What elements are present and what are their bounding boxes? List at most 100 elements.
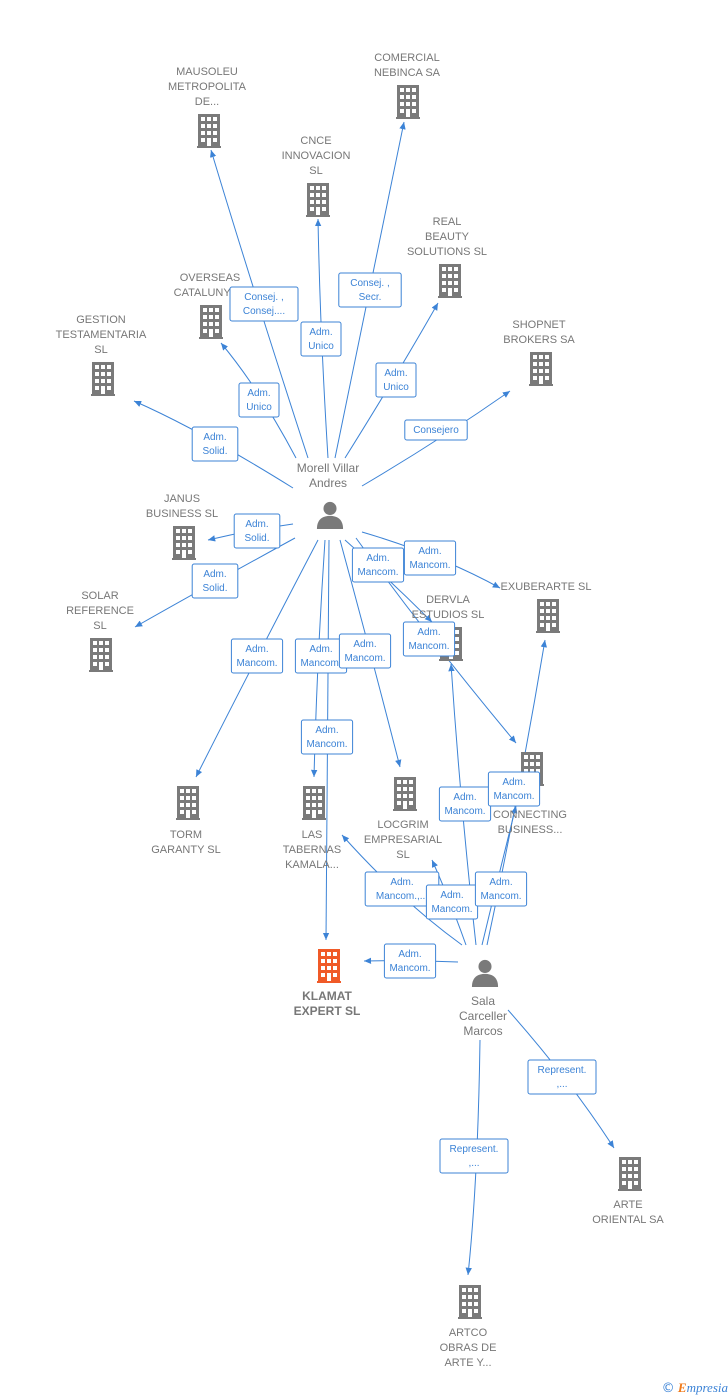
- edge-label-text: Adm.: [203, 569, 226, 580]
- company-node-tabernas[interactable]: LASTABERNASKAMALA...: [283, 786, 341, 871]
- edge-label-text: Solid.: [244, 533, 269, 544]
- company-node-real[interactable]: REAL BEAUTY SOLUTIONS SL: [407, 216, 487, 298]
- edge-label-morell-overseas[interactable]: Adm.Unico: [238, 382, 280, 418]
- edge-label-morell-dervla[interactable]: Adm.Mancom.: [351, 547, 405, 583]
- company-name-line: SL: [396, 849, 409, 861]
- edge-label-sala-artco[interactable]: Represent.,...: [439, 1138, 509, 1174]
- edge-label-text: Unico: [383, 382, 409, 393]
- company-node-mausoleu[interactable]: MAUSOLEUMETROPOLITADE...: [168, 66, 247, 148]
- edge-label-box: [191, 426, 239, 462]
- building-icon: [317, 949, 341, 983]
- person-name-line: Andres: [309, 476, 347, 490]
- company-node-torm[interactable]: TORM GARANTY SL: [151, 786, 221, 856]
- company-name-line: REAL: [433, 216, 462, 228]
- edge-label-sala-arte[interactable]: Represent.,...: [527, 1059, 597, 1095]
- edge-label-morell-shopnet[interactable]: Consejero: [404, 419, 468, 441]
- edge-label-morell-exuberarte[interactable]: Adm.Mancom.: [403, 540, 457, 576]
- edge-label-text: Mancom.: [493, 791, 534, 802]
- edge-label-morell-locgrim[interactable]: Adm.Mancom.: [338, 633, 392, 669]
- edge-label-morell-connecting[interactable]: Adm.Mancom.: [402, 621, 456, 657]
- edge-label-morell-torm[interactable]: Adm.Mancom.: [230, 638, 284, 674]
- edge-label-text: ,...: [556, 1079, 567, 1090]
- person-icon: [471, 959, 499, 987]
- edge-label-box: [474, 871, 528, 907]
- company-name-line: MAUSOLEU: [176, 66, 238, 78]
- edge-label-sala-locgrim[interactable]: Adm.Mancom.: [425, 884, 479, 920]
- company-name-line: OBRAS DE: [440, 1342, 497, 1354]
- company-name-line: SOLAR: [81, 590, 118, 602]
- company-name-line: TORM: [170, 829, 202, 841]
- building-icon: [536, 599, 560, 633]
- edge-label-morell-mausoleu[interactable]: Consej. ,Consej....: [229, 286, 299, 322]
- company-name-line: NEBINCA SA: [374, 67, 441, 79]
- company-name-line: LOCGRIM: [377, 819, 428, 831]
- building-icon: [199, 305, 223, 339]
- edge-label-box: [351, 547, 405, 583]
- edge-label-text: Mancom.,...: [376, 891, 428, 902]
- company-node-overseas[interactable]: OVERSEASCATALUNYA...: [174, 272, 247, 339]
- company-name-line: OVERSEAS: [180, 272, 241, 284]
- edge-label-morell-klamat[interactable]: Adm.Mancom.: [300, 719, 354, 755]
- company-name-line: GESTION: [76, 314, 126, 326]
- edge-label-text: Mancom.: [408, 641, 449, 652]
- edge-label-morell-cnce[interactable]: Adm.Unico: [300, 321, 342, 357]
- company-name-line: BROKERS SA: [503, 334, 575, 346]
- edge-label-text: Mancom.: [300, 658, 341, 669]
- edge-label-box: [300, 719, 354, 755]
- edge-label-text: Adm.: [489, 877, 512, 888]
- edge-label-text: Represent.: [538, 1065, 587, 1076]
- building-icon: [618, 1157, 642, 1191]
- edge-label-text: Consej....: [243, 306, 285, 317]
- edge-label-box: [338, 272, 402, 308]
- company-name-line: GARANTY SL: [151, 844, 221, 856]
- edge-label-text: Mancom.: [306, 739, 347, 750]
- person-name-line: Sala: [471, 994, 495, 1008]
- edge-label-morell-janus[interactable]: Adm.Solid.: [233, 513, 281, 549]
- building-icon: [89, 638, 113, 672]
- edge-label-sala-exuberarte[interactable]: Adm.Mancom.: [487, 771, 541, 807]
- edge-label-text: ,...: [468, 1158, 479, 1169]
- copyright-icon: ©: [661, 1381, 675, 1396]
- edge-label-box: [230, 638, 284, 674]
- edge-label-sala-tabernas[interactable]: Adm.Mancom.,...: [364, 871, 440, 907]
- edge-label-text: Mancom.: [444, 806, 485, 817]
- company-name-line: CONNECTING: [493, 809, 567, 821]
- edge-label-morell-comercial[interactable]: Consej. ,Secr.: [338, 272, 402, 308]
- edge-label-text: Adm.: [453, 792, 476, 803]
- edge-label-text: Adm.: [353, 639, 376, 650]
- company-name-line: BUSINESS...: [498, 824, 563, 836]
- edge-label-morell-gestion[interactable]: Adm.Solid.: [191, 426, 239, 462]
- company-node-locgrim[interactable]: LOCGRIM EMPRESARIAL SL: [364, 777, 442, 861]
- building-icon: [529, 352, 553, 386]
- edge-label-text: Adm.: [245, 644, 268, 655]
- edge-label-text: Adm.: [247, 388, 270, 399]
- company-name-line: SOLUTIONS SL: [407, 246, 487, 258]
- edge-label-morell-real[interactable]: Adm.Unico: [375, 362, 417, 398]
- edge-label-text: Adm.: [418, 546, 441, 557]
- edge-label-sala-klamat[interactable]: Adm.Mancom.: [383, 943, 437, 979]
- company-name-line: EMPRESARIAL: [364, 834, 442, 846]
- company-node-exuberarte[interactable]: EXUBERARTE SL: [501, 581, 592, 633]
- company-name-line: BEAUTY: [425, 231, 470, 243]
- edge-label-sala-dervla[interactable]: Adm. Mancom.: [438, 786, 492, 822]
- building-icon: [458, 1285, 482, 1319]
- edge-label-morell-solar[interactable]: Adm.Solid.: [191, 563, 239, 599]
- edge-label-sala-connecting[interactable]: Adm.Mancom.: [474, 871, 528, 907]
- company-name-line: TABERNAS: [283, 844, 341, 856]
- company-name-line: ARTE Y...: [444, 1357, 491, 1369]
- company-name-line: INNOVACION: [282, 150, 351, 162]
